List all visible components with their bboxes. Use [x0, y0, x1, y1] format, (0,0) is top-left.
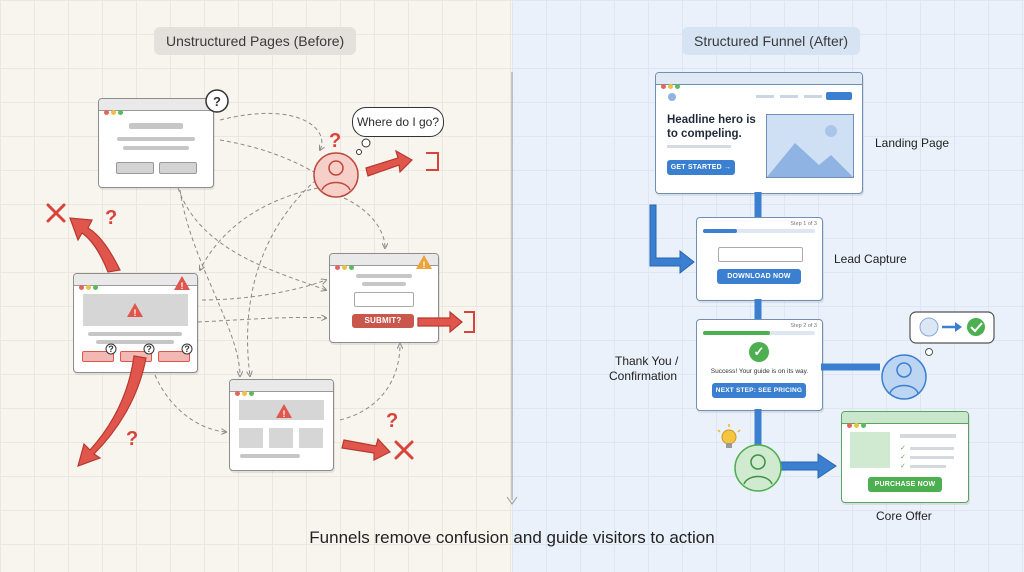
success-message: Success! Your guide is on its way.: [710, 368, 809, 375]
lead-capture-window: Step 1 of 3 DOWNLOAD NOW: [696, 217, 823, 301]
page-window-warning-left: [73, 273, 198, 373]
landing-page-window: Headline hero is to compeling. GET START…: [655, 72, 863, 194]
hero-image: [766, 114, 854, 178]
check-icon: ✓: [900, 463, 906, 470]
core-offer-label: Core Offer: [876, 509, 932, 523]
core-offer-window: ✓ ✓ ✓ PURCHASE NOW: [841, 411, 969, 503]
page-window-bottom: [229, 379, 334, 471]
thank-you-label-2: Confirmation: [609, 369, 678, 383]
download-now-button[interactable]: DOWNLOAD NOW: [717, 269, 801, 284]
landing-page-label: Landing Page: [875, 136, 950, 150]
purchase-now-button[interactable]: PURCHASE NOW: [868, 477, 942, 492]
after-title: Structured Funnel (After): [682, 27, 861, 55]
thanks-step: Step 2 of 3: [790, 323, 817, 329]
lead-step: Step 1 of 3: [790, 221, 817, 227]
get-started-button[interactable]: GET STARTED →: [667, 160, 735, 175]
lead-capture-label: Lead Capture: [834, 252, 907, 266]
get-started-label: GET STARTED: [670, 164, 722, 171]
thanks-progress: [703, 331, 771, 335]
before-title: Unstructured Pages (Before): [154, 27, 357, 55]
page-window-top: [98, 98, 214, 188]
success-check-icon: ✓: [749, 342, 769, 362]
check-icon: ✓: [900, 445, 906, 452]
thank-you-window: Step 2 of 3 ✓ Success! Your guide is on …: [696, 319, 823, 411]
next-step-button[interactable]: NEXT STEP: SEE PRICING: [712, 383, 806, 398]
lead-progress: [703, 229, 737, 233]
check-icon: ✓: [900, 454, 906, 461]
page-window-submit: SUBMIT?: [329, 253, 439, 343]
footer-caption: Funnels remove confusion and guide visit…: [309, 528, 715, 547]
speech-bubble-text: Where do I go?: [356, 115, 440, 129]
arrow-right-icon: →: [724, 164, 732, 171]
submit-button[interactable]: SUBMIT?: [352, 314, 414, 328]
landing-headline: Headline hero is to compeling.: [667, 114, 756, 140]
speech-bubble: Where do I go?: [352, 107, 444, 137]
thank-you-label-1: Thank You /: [615, 354, 679, 368]
